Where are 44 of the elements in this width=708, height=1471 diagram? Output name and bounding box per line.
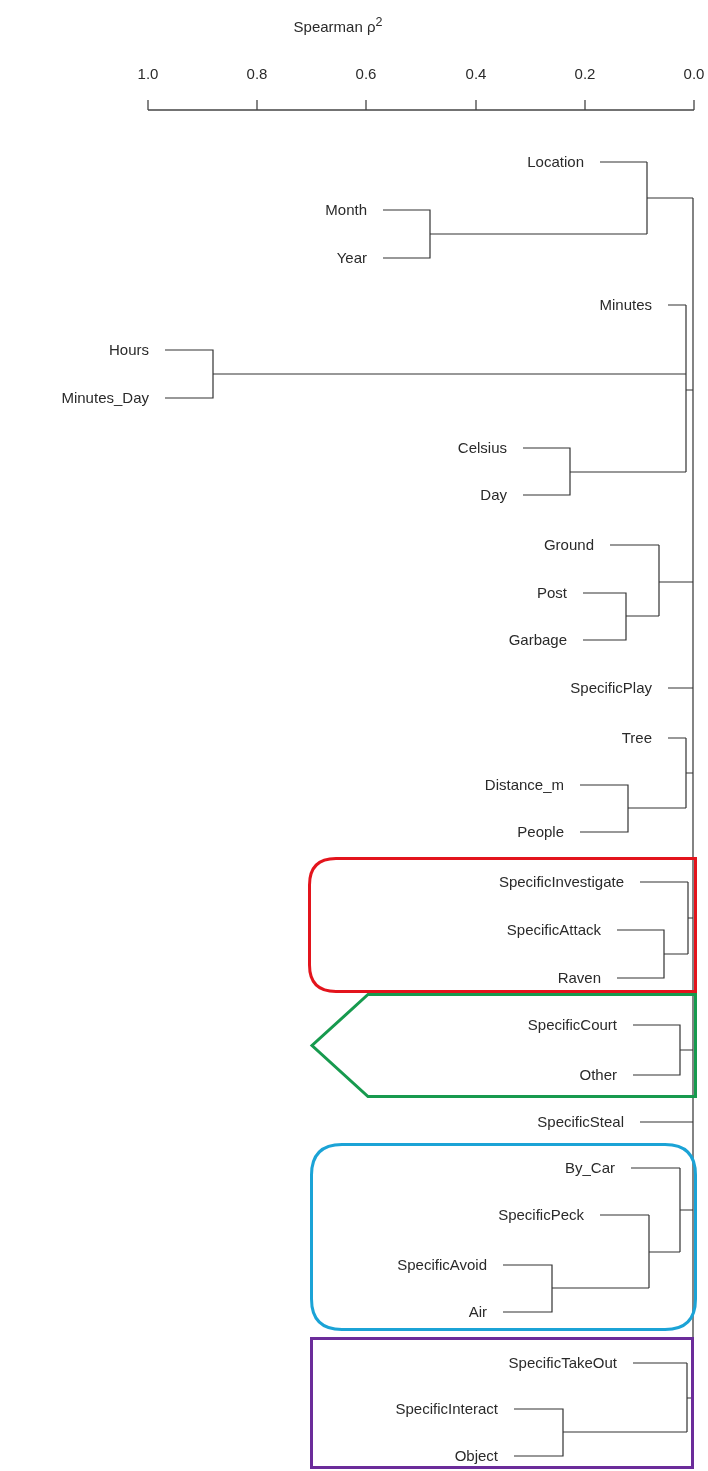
variable-label: Month: [325, 199, 383, 221]
variable-label: SpecificInteract: [395, 1398, 514, 1420]
dendrogram-branch: [382, 209, 431, 259]
tick-label: 1.0: [137, 64, 159, 84]
tick-label: 0.2: [574, 64, 596, 84]
tick-label: 0.4: [465, 64, 487, 84]
variable-label: SpecificSteal: [537, 1111, 640, 1133]
dendrogram-branch: [582, 592, 627, 641]
dendrogram-branch: [164, 349, 214, 399]
dendrogram-branch: [502, 1264, 553, 1313]
variable-label: Raven: [557, 967, 617, 989]
variable-label: Minutes_Day: [61, 387, 165, 409]
variable-label: Celsius: [457, 437, 523, 459]
variable-label: SpecificAttack: [506, 919, 617, 941]
variable-label: SpecificInvestigate: [498, 871, 640, 893]
tick-label: 0.0: [683, 64, 705, 84]
variable-label: Year: [336, 247, 383, 269]
tick-label: 0.6: [355, 64, 377, 84]
variable-label: Minutes: [599, 294, 668, 316]
variable-label: Location: [527, 151, 600, 173]
variable-label: Hours: [109, 339, 165, 361]
dendrogram-branch: [632, 1024, 681, 1076]
variable-label: Garbage: [508, 629, 583, 651]
variable-label: Other: [579, 1064, 633, 1086]
dendrogram-branch: [616, 929, 665, 979]
variable-label: Object: [454, 1445, 514, 1467]
dendrogram-branch: [513, 1408, 564, 1457]
tick-label: 0.8: [246, 64, 268, 84]
variable-label: People: [517, 821, 580, 843]
variable-label: SpecificPeck: [498, 1204, 600, 1226]
dendrogram-branch: [522, 447, 571, 496]
axis-title: Spearman ρ$^{2}$: [293, 14, 383, 37]
variable-label: Post: [537, 582, 583, 604]
variable-label: SpecificCourt: [527, 1014, 633, 1036]
variable-label: Tree: [621, 727, 668, 749]
dendrogram-branch: [579, 784, 629, 833]
variable-label: Distance_m: [484, 774, 580, 796]
variable-label: SpecificAvoid: [397, 1254, 503, 1276]
variable-label: Air: [468, 1301, 503, 1323]
variable-label: Day: [480, 484, 523, 506]
variable-label: SpecificPlay: [570, 677, 668, 699]
variable-label: SpecificTakeOut: [508, 1352, 633, 1374]
variable-label: Ground: [543, 534, 610, 556]
variable-label: By_Car: [564, 1157, 631, 1179]
